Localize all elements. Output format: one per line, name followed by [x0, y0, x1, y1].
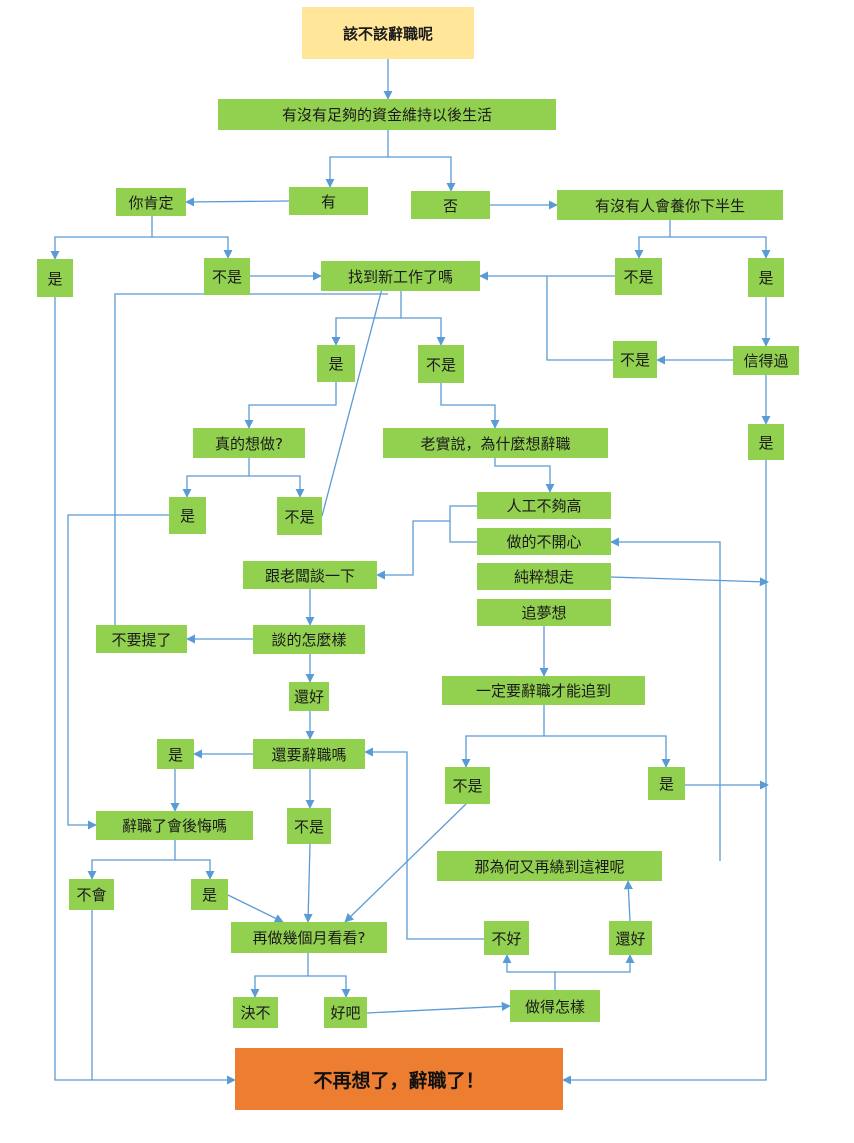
connector-arrow — [182, 458, 250, 498]
still-quit-no: 不是 — [287, 808, 331, 844]
connector-arrow — [303, 843, 313, 923]
trust-yes: 是 — [748, 424, 784, 460]
new-job-yes: 是 — [317, 345, 355, 382]
connector-arrow — [227, 894, 284, 923]
really-no: 不是 — [277, 497, 322, 535]
connector-arrow — [50, 216, 153, 260]
refuse: 決不 — [233, 997, 278, 1028]
connector-arrow — [610, 576, 769, 587]
support-question: 有沒有人會養你下半生 — [557, 190, 783, 220]
connector-arrow — [152, 236, 233, 259]
connector-arrow — [67, 514, 169, 830]
how-did-it-go-question: 做得怎樣 — [510, 990, 600, 1022]
connector-arrow — [670, 236, 771, 259]
funds-yes: 有 — [289, 187, 368, 215]
talk-to-boss: 跟老闆談一下 — [243, 561, 377, 589]
funds-question: 有沒有足夠的資金維持以後生活 — [218, 99, 556, 130]
connector-arrow — [366, 1001, 511, 1014]
reason-unhappy: 做的不開心 — [477, 528, 611, 555]
connector-arrow — [331, 291, 402, 346]
connector-arrow — [321, 265, 391, 517]
regret-question: 辭職了會後悔嗎 — [96, 811, 253, 840]
trust-no: 不是 — [613, 341, 657, 378]
connector-arrow — [87, 840, 176, 880]
talk-result-question: 談的怎麼樣 — [253, 625, 365, 654]
no-mention: 不要提了 — [96, 625, 187, 653]
sure-question: 你肯定 — [116, 188, 186, 216]
connector-arrow — [461, 705, 545, 768]
reason-pay: 人工不夠高 — [477, 492, 611, 519]
funds-no: 否 — [411, 191, 490, 219]
new-job-no: 不是 — [418, 345, 464, 383]
try-months: 再做幾個月看看? — [231, 922, 387, 953]
connector-arrow — [364, 747, 484, 940]
reason-dream: 追夢想 — [477, 599, 611, 626]
try-result-ok: 還好 — [609, 921, 652, 955]
still-quit-question: 還要辭職嗎 — [253, 739, 365, 769]
connector-arrow — [555, 954, 635, 973]
connector-arrow — [325, 130, 389, 188]
really-question: 真的想做? — [193, 428, 305, 458]
connector-arrow — [376, 505, 477, 580]
connector-arrow — [634, 220, 671, 259]
connector-arrow — [610, 537, 721, 861]
connector-arrow — [175, 859, 215, 880]
end-quit: 不再想了，辭職了！ — [235, 1048, 563, 1110]
connector-arrow — [440, 383, 500, 429]
regret-no: 不會 — [69, 879, 114, 910]
sure-no: 不是 — [204, 258, 250, 295]
connector-arrow — [546, 276, 613, 361]
sure-yes: 是 — [37, 259, 73, 297]
okay: 好吧 — [324, 997, 367, 1028]
connector-arrow — [623, 880, 633, 922]
really-yes: 是 — [169, 497, 206, 534]
must-no: 不是 — [445, 767, 490, 804]
connector-arrow — [494, 458, 555, 493]
support-no: 不是 — [615, 258, 662, 295]
support-yes: 是 — [748, 258, 784, 297]
talk-ok: 還好 — [289, 682, 329, 711]
connector-arrow — [388, 156, 456, 192]
reason-just-leave: 純粹想走 — [477, 563, 611, 590]
trust-question: 信得過 — [733, 346, 799, 375]
connector-arrow — [250, 953, 309, 998]
must-yes: 是 — [648, 767, 685, 800]
still-quit-yes: 是 — [157, 739, 194, 769]
honest-question: 老實說，為什麼想辭職 — [383, 428, 608, 458]
connector-arrow — [344, 803, 467, 923]
connector-arrow — [502, 954, 556, 990]
connector-arrow — [562, 460, 767, 1085]
connector-arrow — [249, 475, 305, 498]
regret-yes: 是 — [191, 879, 228, 910]
why-again-question: 那為何又再繞到這裡呢 — [437, 851, 662, 881]
must-quit-question: 一定要辭職才能追到 — [442, 676, 645, 705]
connector-arrow — [244, 382, 337, 429]
connector-arrow — [449, 521, 477, 543]
connector-arrow — [185, 197, 290, 207]
connector-arrow — [54, 297, 236, 1085]
connector-arrow — [544, 735, 671, 768]
new-job-question: 找到新工作了嗎 — [321, 261, 480, 291]
start-question: 該不該辭職呢 — [302, 7, 474, 59]
connector-arrow — [401, 317, 446, 346]
connector-arrow — [308, 975, 351, 998]
try-result-bad: 不好 — [484, 921, 529, 955]
